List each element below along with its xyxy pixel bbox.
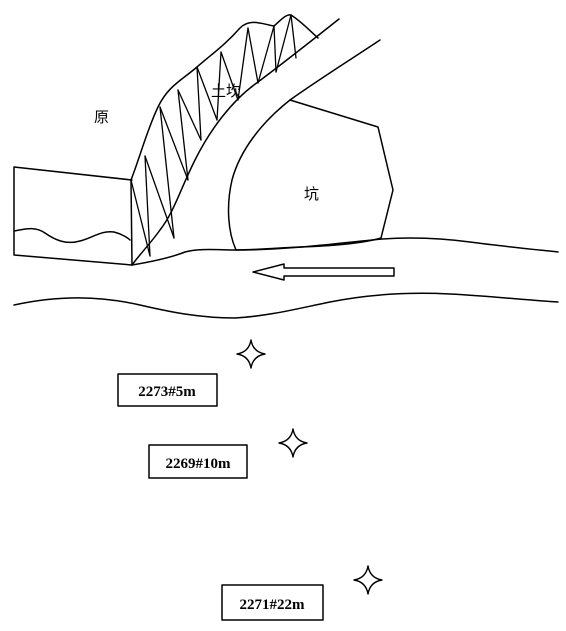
flow-arrow-icon [252,263,395,281]
marker-label-2269: 2269#10m [166,456,232,472]
label-keng: 坑 [304,185,319,203]
star-marker-icon-2271 [353,565,383,595]
star-marker-icon-2273 [236,339,266,369]
left-block-outline [13,166,133,266]
marker-box-2271 [221,584,324,621]
upper-bank-line [131,237,559,266]
marker-box-2269 [148,444,248,479]
channel-left-edge [131,18,340,266]
label-tukeng: 土坎 [211,82,241,100]
star-marker-icon-2269 [278,428,308,458]
lower-bank-line [13,292,559,319]
hill-hatching [130,14,297,257]
label-yuan: 原 [94,108,109,126]
marker-box-2273 [117,373,218,407]
channel-right-edge [227,39,381,251]
left-block-inner-curve [13,227,131,244]
pit-outline [235,99,394,251]
hill-outline [130,14,319,266]
marker-label-2271: 2271#22m [240,597,306,613]
marker-label-2273: 2273#5m [138,384,196,400]
